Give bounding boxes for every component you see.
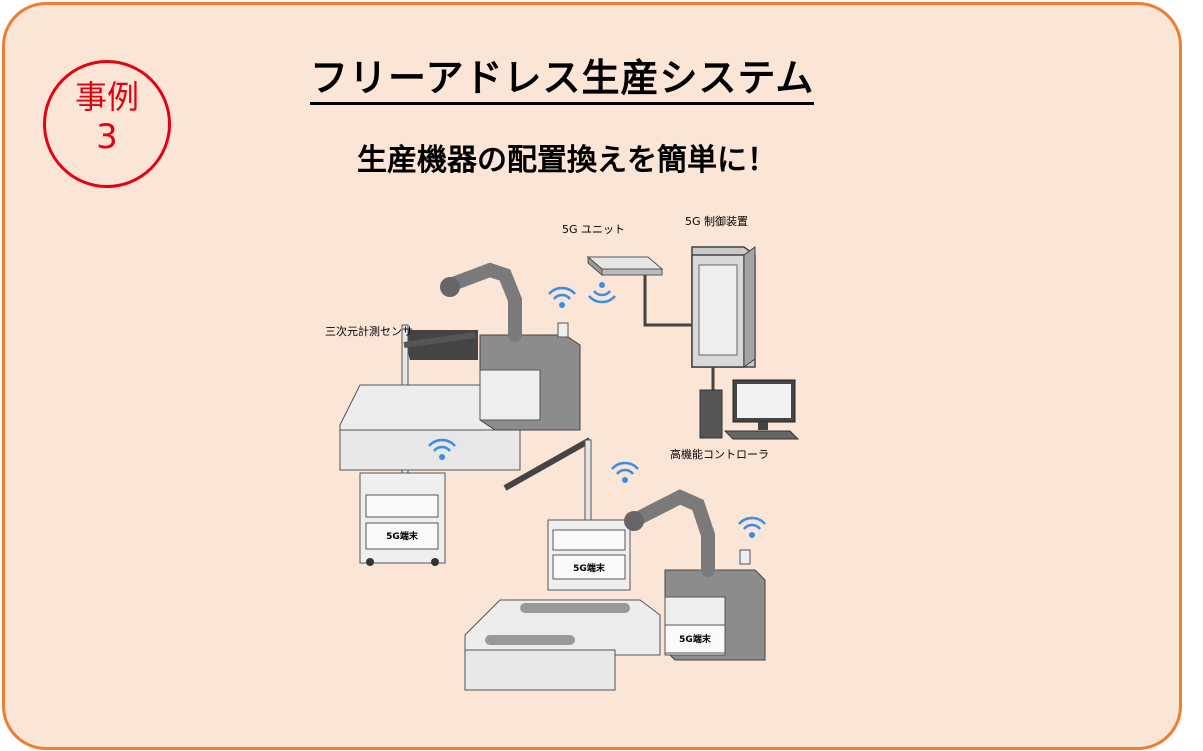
page-title: フリーアドレス生産システム — [310, 56, 815, 105]
page-subtitle: 生産機器の配置換えを簡単に！ — [357, 143, 777, 178]
badge-number: 3 — [96, 117, 118, 157]
high-performance-controller-pc — [699, 379, 800, 440]
wifi-icon — [587, 280, 617, 304]
robot-station-right: 5G端末 — [624, 489, 766, 661]
system-diagram: 5G端末 5G端末 5G端末 5G ユニット 5 — [325, 214, 800, 691]
wifi-icon — [610, 461, 640, 485]
badge-label: 事例 — [74, 78, 139, 116]
wifi-icon — [547, 286, 577, 310]
wifi-icon — [737, 516, 767, 540]
label-5g-unit: 5G ユニット — [562, 223, 625, 236]
terminal-label-middle: 5G端末 — [573, 562, 606, 574]
sensor-station-right: 5G端末 — [503, 437, 631, 591]
sensor-station-left: 5G端末 — [339, 324, 521, 566]
case-number-badge: 事例 3 — [43, 60, 171, 188]
conveyor-lower — [464, 599, 661, 691]
5g-unit — [586, 255, 692, 327]
terminal-label-left: 5G端末 — [386, 530, 419, 542]
robot-station-left — [440, 262, 581, 431]
label-5g-control-device: 5G 制御装置 — [685, 214, 748, 228]
label-3d-sensor: 三次元計測センサ — [325, 324, 413, 338]
label-high-controller: 高機能コントローラ — [670, 447, 769, 461]
terminal-label-right: 5G端末 — [679, 633, 712, 645]
5g-control-cabinet — [691, 246, 756, 390]
